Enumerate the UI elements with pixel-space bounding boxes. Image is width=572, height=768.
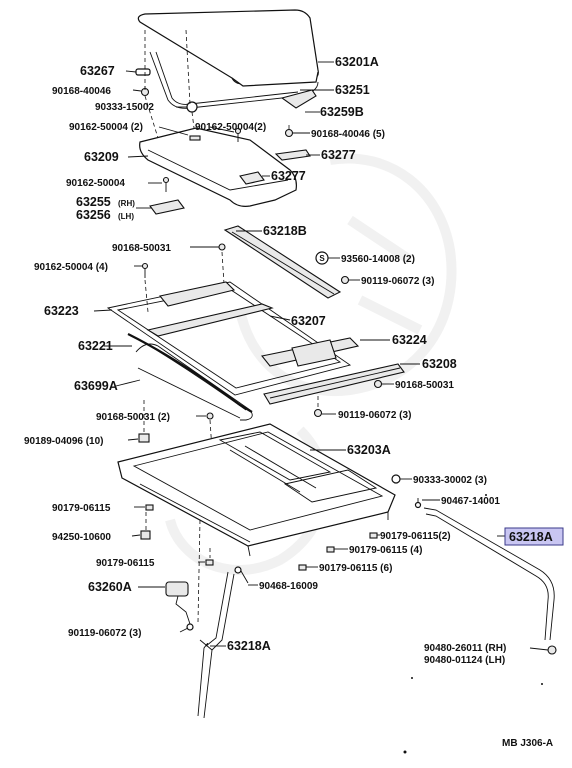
label-90468-16009: 90468-16009 [259, 581, 318, 592]
label-63218A-highlighted: 63218A [509, 530, 553, 544]
label-63224: 63224 [392, 333, 427, 347]
part-63267 [135, 68, 151, 76]
label-93560-14008: 93560-14008 (2) [341, 254, 415, 265]
screw-90162-50004-4 [141, 262, 149, 313]
label-63277-a: 63277 [321, 148, 356, 162]
label-90119-06072-3a: 90119-06072 (3) [361, 276, 434, 287]
drain-hose-63218A-right [423, 507, 557, 655]
label-63201A: 63201A [335, 55, 379, 69]
label-90179-06115-b: 90179-06115 [96, 558, 155, 569]
label-90179-06115-4: 90179-06115 (4) [349, 545, 422, 556]
label-90480-01124: 90480-01124 (LH) [424, 655, 505, 666]
screw-90179-06115-2 [369, 532, 378, 539]
label-63221: 63221 [78, 339, 113, 353]
label-63699A: 63699A [74, 379, 118, 393]
label-90162-50004: 90162-50004 [66, 178, 125, 189]
label-63203A: 63203A [347, 443, 391, 457]
drain-hose-63218A-left [197, 571, 235, 719]
label-63267: 63267 [80, 64, 115, 78]
label-63218B: 63218B [263, 224, 307, 238]
label-63260A: 63260A [88, 580, 132, 594]
label-63208: 63208 [422, 357, 457, 371]
nut-90189-04096 [138, 400, 150, 443]
screw-90162-50004 [162, 176, 170, 192]
label-90168-50031-b: 90168-50031 [395, 380, 454, 391]
guide-63224 [261, 337, 360, 367]
label-90189-04096: 90189-04096 (10) [24, 436, 104, 447]
screw-90179-06115-4 [326, 546, 335, 553]
label-90168-40046: 90168-40046 [52, 86, 111, 97]
guide-63207 [146, 281, 274, 337]
label-90179-06115-2: 90179-06115(2) [380, 531, 451, 542]
screw-90179-06115-b [205, 559, 214, 566]
label-63218A: 63218A [227, 639, 271, 653]
screw-90168-40046-5 [284, 125, 294, 138]
label-90162-50004-2b: 90162-50004(2) [195, 122, 266, 133]
label-90168-40046-5: 90168-40046 (5) [311, 129, 385, 140]
label-63255: 63255 [76, 195, 111, 209]
label-63256: 63256 [76, 208, 111, 222]
label-63207: 63207 [291, 314, 326, 328]
label-94250-10600: 94250-10600 [52, 532, 111, 543]
label-90168-50031-a: 90168-50031 [112, 243, 171, 254]
part-labels: 63267 63201A 90168-40046 63251 90333-150… [24, 55, 564, 749]
label-90168-50031-2: 90168-50031 (2) [96, 412, 170, 423]
drain-rail-63218B [223, 225, 342, 299]
label-63256-lh: (LH) [118, 212, 134, 221]
drive-motor-63260A [165, 581, 194, 631]
highlight-box-63218A [504, 527, 564, 546]
drive-cable-63221 [127, 333, 253, 413]
bolt-90168-50031-a [218, 243, 226, 285]
bracket-63277-a [274, 149, 311, 161]
housing-63203A [117, 423, 396, 557]
scan-dots [403, 359, 543, 754]
clip-90467-14001 [414, 498, 422, 509]
label-63255-rh: (RH) [118, 199, 135, 208]
label-90162-50004-4: 90162-50004 (4) [34, 262, 108, 273]
footer-code: MB J306-A [502, 738, 553, 749]
label-63223: 63223 [44, 304, 79, 318]
washer-90333-15002 [186, 101, 198, 113]
label-90119-06072-3b: 90119-06072 (3) [338, 410, 411, 421]
seal-63699A [135, 343, 253, 421]
guide-63208 [263, 363, 405, 405]
label-90162-50004-2a: 90162-50004 (2) [69, 122, 143, 133]
bolt-90168-50031-b [373, 379, 383, 389]
screw-90162-50004-b [234, 127, 242, 142]
frame-63223 [106, 281, 352, 396]
label-63251: 63251 [335, 83, 370, 97]
label-63209: 63209 [84, 150, 119, 164]
label-90333-15002: 90333-15002 [95, 102, 154, 113]
label-63259B: 63259B [320, 105, 364, 119]
screw-90179-06115-6 [298, 564, 307, 571]
clip-93560-14008: S [315, 251, 329, 265]
bracket-63255-63256 [149, 199, 185, 215]
clip-symbol: S [319, 254, 325, 263]
sunshade-63209 [139, 127, 297, 207]
label-90179-06115-a: 90179-06115 [52, 503, 111, 514]
leader-lines [93, 61, 549, 651]
label-90333-30002: 90333-30002 (3) [413, 475, 487, 486]
screw-90179-06115-a [145, 504, 154, 511]
clip-90468-16009 [234, 566, 249, 584]
bracket-63277-b [239, 171, 265, 185]
part-63259B [280, 89, 317, 109]
washer-90333-30002 [391, 474, 401, 484]
label-90480-26011: 90480-26011 (RH) [424, 643, 506, 654]
glass-panel-63201A [137, 9, 319, 87]
label-63277-b: 63277 [271, 169, 306, 183]
nut-94250-10600 [140, 530, 151, 540]
bolt-90119-06072-3b [313, 396, 323, 418]
label-90179-06115-6: 90179-06115 (6) [319, 563, 392, 574]
bolt-90119-06072-3a [340, 275, 350, 285]
label-90119-06072-3c: 90119-06072 (3) [68, 628, 141, 639]
label-90467-14001: 90467-14001 [441, 496, 500, 507]
bolt-90168-50031-2 [206, 412, 214, 451]
